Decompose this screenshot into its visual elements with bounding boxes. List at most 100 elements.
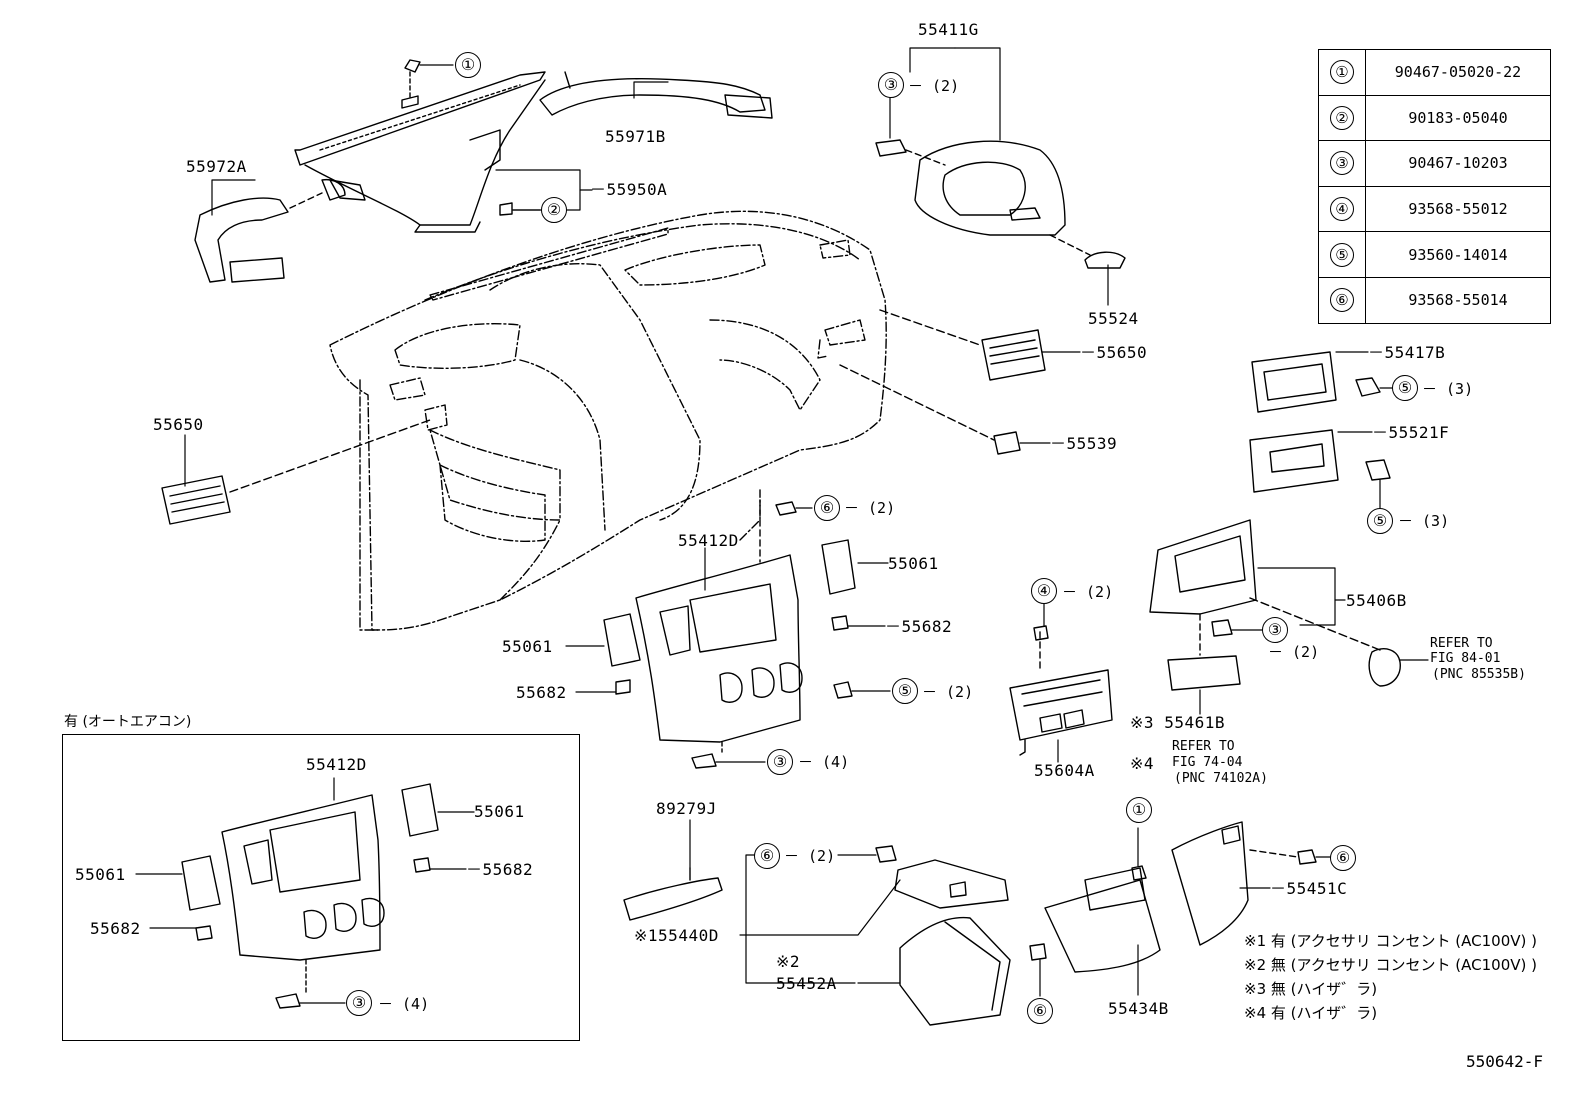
label-mark2: ※2 xyxy=(776,952,801,971)
label-55521F: －55521F xyxy=(1372,423,1450,442)
part-55539-drawing xyxy=(839,364,1021,455)
reference-key-cell: ③ xyxy=(1318,140,1366,187)
callout-3-panel: ③ xyxy=(767,749,793,775)
qty-55411G: － (2) xyxy=(908,77,960,95)
refer-fig84-line1: REFER TO xyxy=(1430,636,1493,651)
label-55440D: ※155440D xyxy=(634,927,719,945)
label-55650-left: 55650 xyxy=(153,415,204,434)
label-55682-right-num: 55682 xyxy=(901,617,953,636)
inset-label-55682-right: －55682 xyxy=(466,860,534,879)
part-55650-vents-drawing xyxy=(161,309,1046,525)
refer-fig74-line3: (PNC 74102A) xyxy=(1174,771,1268,786)
label-55061-right: 55061 xyxy=(888,554,939,573)
callout-5-55521F: ⑤ xyxy=(1367,508,1393,534)
qty-55604A: － (2) xyxy=(1062,583,1114,601)
qty-panel3: － (4) xyxy=(798,753,850,771)
legend-line-4: ※4 有 (ハイザ゛ラ) xyxy=(1244,1004,1378,1022)
part-55950A-drawing xyxy=(294,59,546,233)
refer-fig74-line1: REFER TO xyxy=(1172,739,1235,754)
qty-top6: － (2) xyxy=(844,499,896,517)
callout-5-panel: ⑤ xyxy=(892,678,918,704)
part-55452A-drawing xyxy=(899,916,1047,1026)
label-55411G: 55411G xyxy=(918,20,979,39)
reference-row: ① 90467-05020-22 xyxy=(1318,49,1551,96)
reference-part-number: 90467-05020-22 xyxy=(1365,49,1551,96)
instrument-panel-outline xyxy=(329,210,887,631)
reference-key-cell: ② xyxy=(1318,94,1366,142)
label-55950A-num: 55950A xyxy=(606,180,668,199)
inset-box xyxy=(62,734,580,1041)
figure-code: 550642-F xyxy=(1466,1052,1544,1071)
part-55604A-drawing xyxy=(1009,625,1113,756)
part-55412D-drawing xyxy=(603,499,856,769)
label-55650-right-num: 55650 xyxy=(1096,343,1148,362)
reference-row: ③ 90467-10203 xyxy=(1318,140,1551,187)
leader-lines xyxy=(135,47,1429,1004)
inset-callout-3: ③ xyxy=(346,990,372,1016)
qty-panel5: － (2) xyxy=(922,683,974,701)
inset-label-55061-left: 55061 xyxy=(75,865,126,884)
label-55451C: －55451C xyxy=(1270,879,1348,898)
callout-2-top: ② xyxy=(541,197,567,223)
label-55452A: 55452A xyxy=(776,974,837,993)
label-55950A: －55950A xyxy=(590,180,668,199)
reference-key: ⑥ xyxy=(1330,288,1354,313)
callout-1-55434B: ① xyxy=(1126,797,1152,823)
legend-line-3: ※3 無 (ハイザ゛ラ) xyxy=(1244,980,1378,998)
reference-key-cell: ① xyxy=(1318,49,1366,96)
qty-55417B: － (3) xyxy=(1422,380,1474,398)
label-55539-num: 55539 xyxy=(1066,434,1118,453)
refer-fig74-line2: FIG 74-04 xyxy=(1172,755,1243,770)
mark-4: ※4 xyxy=(1130,754,1155,773)
callout-1-top: ① xyxy=(455,52,481,78)
reference-part-number: 90467-10203 xyxy=(1365,140,1551,187)
callout-5-55417B: ⑤ xyxy=(1392,375,1418,401)
label-55461B: ※3 55461B xyxy=(1130,714,1225,732)
label-55971B: 55971B xyxy=(605,127,666,146)
reference-key: ① xyxy=(1330,60,1354,85)
label-55434B: 55434B xyxy=(1108,999,1169,1018)
reference-part-number: 93568-55014 xyxy=(1365,276,1551,324)
part-55411G-drawing xyxy=(875,139,1126,269)
reference-key: ④ xyxy=(1330,197,1354,222)
label-55539: －55539 xyxy=(1050,434,1118,453)
reference-key-cell: ⑤ xyxy=(1318,231,1366,278)
callout-6-bottom: ⑥ xyxy=(1027,998,1053,1024)
qty-55406B: － (2) xyxy=(1268,643,1320,661)
callout-6-top: ⑥ xyxy=(814,495,840,521)
mark-1: ※1 xyxy=(634,926,659,945)
part-55972A-drawing xyxy=(194,178,346,283)
label-55406B: 55406B xyxy=(1346,591,1407,610)
part-55451C-drawing xyxy=(1171,821,1317,946)
inset-label-55682-right-num: 55682 xyxy=(482,860,534,879)
callout-6-55440D: ⑥ xyxy=(754,843,780,869)
callout-3-55411G: ③ xyxy=(878,72,904,98)
part-89279J-drawing xyxy=(623,867,723,921)
qty-55440D: － (2) xyxy=(784,847,836,865)
callout-3-55406B: ③ xyxy=(1262,617,1288,643)
reference-part-number: 93560-14014 xyxy=(1365,231,1551,278)
label-89279J: 89279J xyxy=(656,799,717,818)
part-55417B-drawing xyxy=(1251,351,1381,413)
legend-line-2: ※2 無 (アクセサリ コンセント (AC100V) ) xyxy=(1244,956,1537,974)
callout-4-55604A: ④ xyxy=(1031,578,1057,604)
label-55417B-num: 55417B xyxy=(1384,343,1446,362)
reference-row: ⑥ 93568-55014 xyxy=(1318,276,1551,324)
inset-qty-3: － (4) xyxy=(378,995,430,1013)
label-55412D: 55412D xyxy=(678,531,739,550)
label-55061-left: 55061 xyxy=(502,637,553,656)
part-55440D-drawing xyxy=(875,845,1009,909)
label-55521F-num: 55521F xyxy=(1388,423,1450,442)
part-55521F-drawing xyxy=(1249,429,1391,493)
reference-key: ③ xyxy=(1330,151,1354,176)
label-55524: 55524 xyxy=(1088,309,1139,328)
reference-part-number: 90183-05040 xyxy=(1365,94,1551,142)
label-55682-left: 55682 xyxy=(516,683,567,702)
